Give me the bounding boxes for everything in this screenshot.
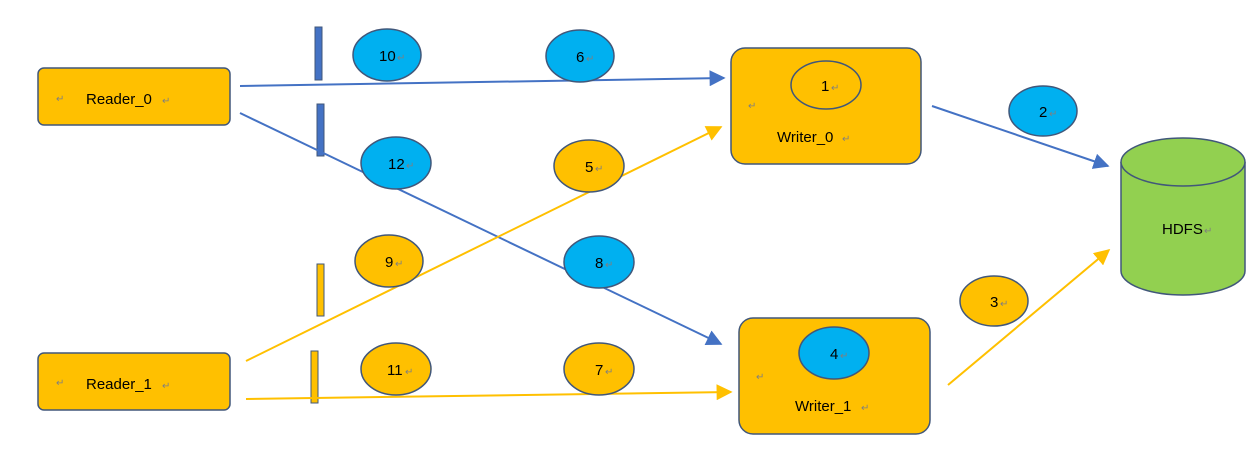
svg-text:↵: ↵ <box>595 164 603 175</box>
svg-text:10: 10 <box>379 48 396 65</box>
para-mark: ↵ <box>748 101 756 112</box>
svg-text:3: 3 <box>990 294 998 311</box>
svg-text:↵: ↵ <box>1049 109 1057 120</box>
svg-text:2: 2 <box>1039 104 1047 121</box>
para-mark: ↵ <box>56 378 64 389</box>
svg-text:1: 1 <box>821 78 829 95</box>
hdfs-storage: HDFS ↵ <box>1120 137 1246 296</box>
svg-text:9: 9 <box>385 254 393 271</box>
badge-2: 2 ↵ <box>1008 85 1078 137</box>
badge-10: 10 ↵ <box>352 28 422 82</box>
reader-1-node: ↵ Reader_1 ↵ <box>37 352 231 411</box>
reader-0-node: ↵ Reader_0 ↵ <box>37 67 231 126</box>
badge-11: 11 ↵ <box>360 342 432 396</box>
para-mark: ↵ <box>56 94 64 105</box>
badge-9: 9 ↵ <box>354 234 424 288</box>
badge-1: 1 ↵ <box>790 60 862 110</box>
svg-text:12: 12 <box>388 156 405 173</box>
badge-8: 8 ↵ <box>563 235 635 289</box>
para-mark: ↵ <box>162 381 170 392</box>
para-mark: ↵ <box>756 372 764 383</box>
svg-text:↵: ↵ <box>405 367 413 378</box>
svg-text:4: 4 <box>830 346 838 363</box>
svg-text:8: 8 <box>595 255 603 272</box>
badge-3: 3 ↵ <box>959 275 1029 327</box>
arrow-reader0-writer1 <box>239 112 723 345</box>
badge-7: 7 ↵ <box>563 342 635 396</box>
arrow-reader1-writer0 <box>245 126 723 362</box>
badge-12: 12 ↵ <box>360 136 432 190</box>
svg-text:↵: ↵ <box>406 161 414 172</box>
hdfs-label: HDFS <box>1162 221 1203 238</box>
writer-0-label: Writer_0 <box>777 129 833 146</box>
reader-0-label: Reader_0 <box>86 91 152 108</box>
svg-text:↵: ↵ <box>605 367 613 378</box>
badge-6: 6 ↵ <box>545 29 615 83</box>
arrow-reader1-writer1 <box>245 384 733 401</box>
svg-text:5: 5 <box>585 159 593 176</box>
svg-text:7: 7 <box>595 362 603 379</box>
para-mark: ↵ <box>842 134 850 145</box>
barrier-bar-orange-bottom <box>310 350 319 404</box>
reader-1-label: Reader_1 <box>86 376 152 393</box>
writer-1-label: Writer_1 <box>795 398 851 415</box>
svg-text:6: 6 <box>576 49 584 66</box>
arrow-writer1-hdfs <box>947 248 1111 386</box>
badge-4: 4 ↵ <box>798 326 870 380</box>
arrow-reader0-writer0 <box>239 70 726 87</box>
arrow-writer0-hdfs <box>931 105 1110 169</box>
svg-text:↵: ↵ <box>831 83 839 94</box>
barrier-bar-orange-mid <box>316 263 325 317</box>
svg-text:↵: ↵ <box>1000 299 1008 310</box>
svg-text:↵: ↵ <box>397 53 405 64</box>
barrier-bar-blue-top <box>314 26 323 81</box>
svg-text:11: 11 <box>387 362 403 379</box>
barrier-bar-blue-mid <box>316 103 325 157</box>
svg-text:↵: ↵ <box>605 260 613 271</box>
para-mark: ↵ <box>1204 226 1212 237</box>
para-mark: ↵ <box>162 96 170 107</box>
svg-text:↵: ↵ <box>840 351 848 362</box>
svg-text:↵: ↵ <box>395 259 403 270</box>
svg-text:↵: ↵ <box>586 54 594 65</box>
para-mark: ↵ <box>861 403 869 414</box>
badge-5: 5 ↵ <box>553 139 625 193</box>
